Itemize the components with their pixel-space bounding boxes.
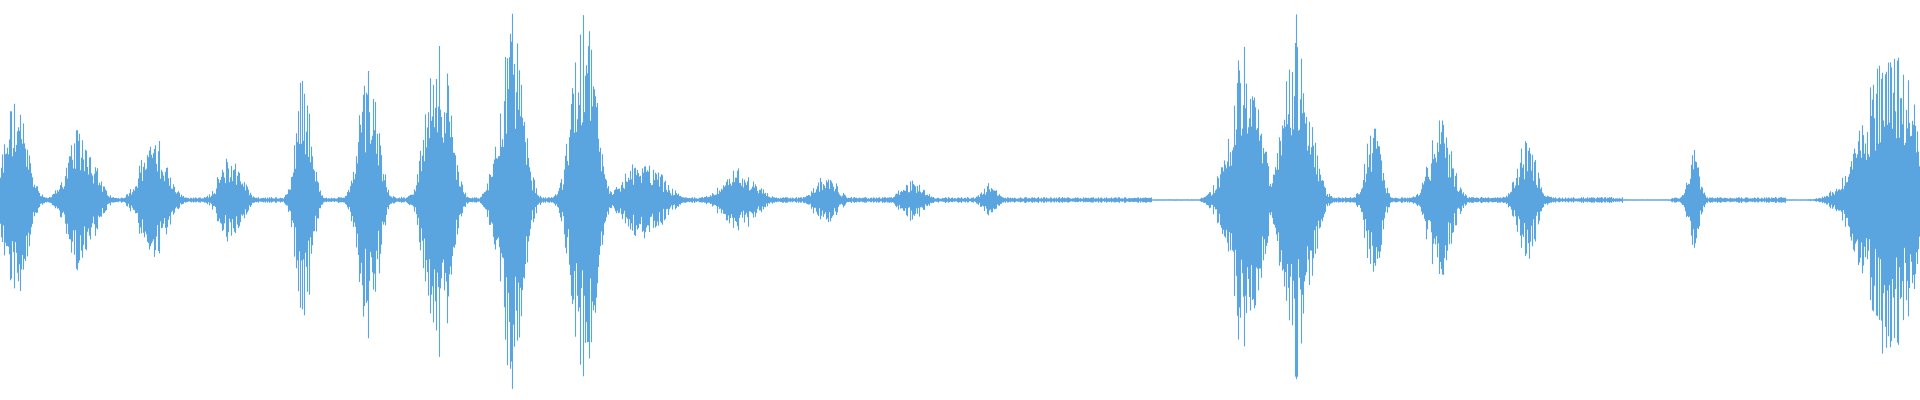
waveform-path [0, 13, 1920, 389]
waveform-bars [0, 13, 1920, 389]
